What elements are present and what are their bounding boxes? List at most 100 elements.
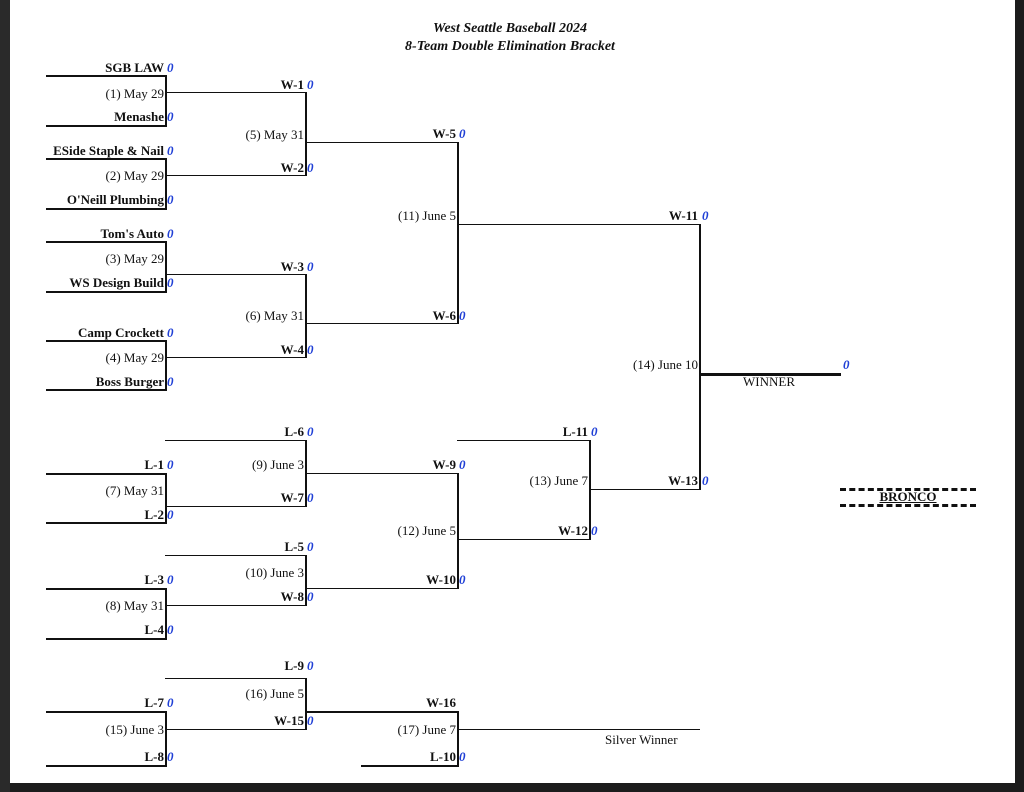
bracket-connector	[165, 711, 167, 767]
team-score: 0	[167, 226, 174, 241]
team-line	[46, 158, 165, 160]
bracket-connector	[165, 241, 167, 293]
silver-winner-label: Silver Winner	[605, 732, 678, 747]
team-line	[46, 389, 165, 391]
bracket-connector	[457, 440, 590, 442]
slot-label: L-5	[284, 539, 305, 554]
team-name: Tom's Auto	[100, 226, 164, 241]
team-line	[46, 522, 165, 524]
team-name: Camp Crockett	[77, 325, 164, 340]
bracket-connector	[165, 357, 306, 359]
game-date: (14) June 10	[633, 357, 698, 372]
team-name: ESide Staple & Nail	[53, 143, 164, 158]
bracket-connector	[165, 340, 167, 391]
slot-score: 0	[307, 259, 314, 274]
slot-score: 0	[167, 749, 174, 764]
bracket-connector	[305, 678, 307, 730]
slot-label: W-11	[668, 208, 698, 223]
slot-label: W-3	[280, 259, 304, 274]
slot-label: W-9	[432, 457, 456, 472]
slot-score: 0	[167, 457, 174, 472]
team-line	[46, 638, 165, 640]
bracket-connector	[165, 678, 306, 680]
slot-score: 0	[307, 342, 314, 357]
team-score: 0	[167, 374, 174, 389]
slot-score: 0	[591, 523, 598, 538]
slot-score: 0	[307, 424, 314, 439]
team-line	[46, 75, 165, 77]
bracket-connector	[457, 142, 459, 324]
bracket-connector	[589, 489, 700, 491]
slot-label: W-12	[558, 523, 588, 538]
game-date: (8) May 31	[105, 598, 165, 613]
slot-score: 0	[307, 77, 314, 92]
team-line	[46, 241, 165, 243]
team-score: 0	[167, 325, 174, 340]
slot-label: L-10	[430, 749, 456, 764]
slot-score: 0	[702, 208, 709, 223]
game-date: (7) May 31	[105, 483, 165, 498]
bracket-connector	[165, 440, 306, 442]
slot-label: L-1	[144, 457, 165, 472]
bracket-connector	[305, 711, 458, 713]
bracket-connector	[165, 506, 306, 508]
team-name: SGB LAW	[105, 60, 164, 75]
slot-score: 0	[459, 126, 466, 141]
slot-score: 0	[307, 589, 314, 604]
game-date: (15) June 3	[105, 722, 165, 737]
game-date: (4) May 29	[105, 350, 165, 365]
slot-label: L-6	[284, 424, 305, 439]
game-date: (1) May 29	[105, 86, 165, 101]
bracket-connector	[457, 224, 700, 226]
game-date: (13) June 7	[529, 473, 589, 488]
team-line	[46, 340, 165, 342]
bracket-connector	[165, 274, 306, 276]
page-title: West Seattle Baseball 2024	[432, 21, 588, 36]
team-line	[46, 588, 165, 590]
slot-label: L-11	[562, 424, 588, 439]
slot-label: L-9	[284, 658, 305, 673]
bracket-connector	[305, 274, 307, 358]
slot-label: L-4	[144, 622, 165, 637]
team-name: Menashe	[114, 109, 164, 124]
team-name: Boss Burger	[95, 374, 164, 389]
bracket-connector	[305, 473, 458, 475]
bracket-connector	[305, 92, 307, 176]
slot-label: L-3	[144, 572, 165, 587]
game-date: (9) June 3	[252, 457, 304, 472]
slot-label: W-13	[668, 473, 698, 488]
bracket-connector	[457, 711, 459, 767]
slot-score: 0	[307, 658, 314, 673]
slot-score: 0	[459, 749, 466, 764]
slot-label: W-7	[280, 490, 304, 505]
team-score: 0	[167, 143, 174, 158]
bracket-connector	[457, 539, 590, 541]
game-date: (2) May 29	[105, 168, 165, 183]
bracket-name-label: BRONCO	[879, 489, 937, 504]
slot-label: W-15	[274, 713, 304, 728]
slot-label: W-16	[426, 695, 456, 710]
team-line	[46, 208, 165, 210]
team-line	[46, 291, 165, 293]
slot-label: L-2	[144, 507, 165, 522]
slot-score: 0	[307, 539, 314, 554]
bracket-connector	[165, 473, 167, 524]
bracket-connector	[165, 92, 306, 94]
bracket-connector	[699, 224, 701, 490]
bracket-page: West Seattle Baseball 2024 8-Team Double…	[10, 0, 1015, 783]
game-date: (11) June 5	[397, 208, 456, 223]
bracket-connector	[305, 588, 458, 590]
slot-score: 0	[459, 457, 466, 472]
bracket-connector	[457, 473, 459, 589]
game-date: (17) June 7	[397, 722, 457, 737]
bracket-connector	[305, 323, 458, 325]
game-date: (5) May 31	[245, 127, 305, 142]
team-line	[361, 765, 458, 767]
slot-label: L-8	[144, 749, 165, 764]
bracket-connector	[165, 158, 167, 210]
bracket-connector	[305, 555, 307, 606]
team-name: WS Design Build	[69, 275, 164, 290]
team-score: 0	[167, 192, 174, 207]
bronco-dash-top	[840, 488, 976, 491]
team-line	[46, 765, 165, 767]
